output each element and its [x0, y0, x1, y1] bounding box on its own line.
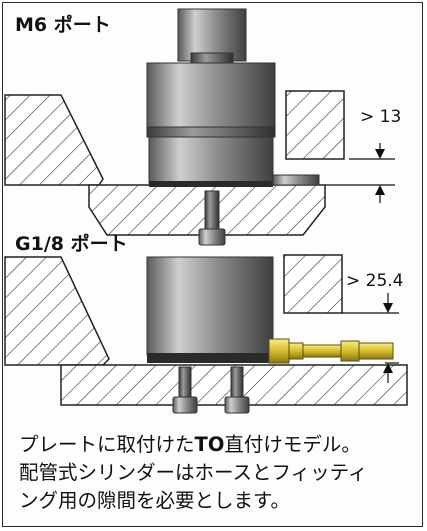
bottom-clearance-label: > 25.4	[346, 271, 404, 291]
top-dim-arrow-up	[375, 185, 385, 195]
top-cylinder-base	[149, 181, 273, 187]
caption: プレートに取付けたTO直付けモデル。 配管式シリンダーはホースとフィッティ ング…	[19, 431, 419, 515]
bottom-cylinder-base	[147, 353, 273, 363]
caption-model-code: TO	[194, 433, 225, 456]
figure-frame: M6 ポート > 13 G1/8 ポート > 25.4 プレートに取付けたTO直…	[2, 2, 423, 527]
top-m6-fitting	[272, 174, 320, 186]
top-screw-head	[198, 228, 226, 246]
bottom-screw-head-left	[172, 396, 198, 414]
bottom-cylinder-body	[146, 256, 274, 356]
bottom-right-housing	[283, 254, 343, 314]
top-left-housing	[4, 94, 104, 186]
top-right-housing	[285, 90, 345, 160]
caption-line-1: プレートに取付けたTO直付けモデル。	[19, 431, 419, 459]
cylinder-mounting-drawing	[4, 8, 408, 414]
top-cylinder-lower	[148, 136, 274, 184]
bottom-port-label: G1/8 ポート	[15, 233, 128, 255]
bottom-dim-arrow-down	[383, 303, 393, 313]
top-cylinder-body	[146, 62, 276, 130]
caption-line-3: ング用の隙間を必要とします。	[19, 489, 291, 512]
bottom-screw-right	[230, 366, 244, 400]
top-screw	[204, 190, 220, 232]
caption-line-2: 配管式シリンダーはホースとフィッティ	[19, 461, 368, 484]
caption-line-1-start: プレートに取付けた	[19, 433, 195, 456]
top-port-label: M6 ポート	[15, 14, 111, 36]
top-diagram	[4, 8, 395, 246]
top-cylinder-groove	[146, 126, 276, 138]
bottom-screw-head-right	[224, 396, 250, 414]
bottom-dim-arrow-up	[383, 363, 393, 373]
caption-line-1-end: 直付けモデル。	[224, 433, 361, 456]
top-clearance-label: > 13	[360, 107, 402, 127]
bottom-g18-fitting	[268, 338, 394, 364]
bottom-left-housing	[4, 256, 110, 366]
bottom-diagram	[4, 254, 408, 414]
bottom-screw-left	[178, 366, 192, 400]
top-dim-arrow-down	[375, 149, 385, 159]
